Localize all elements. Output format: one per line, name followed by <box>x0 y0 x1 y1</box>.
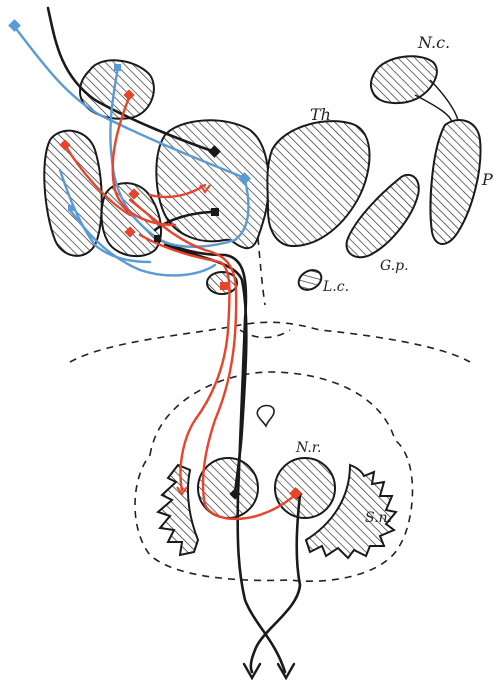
label-nr: N.r. <box>295 440 321 456</box>
central-nucleus <box>156 120 268 248</box>
label-th: Th <box>310 105 331 124</box>
putamen <box>431 120 481 244</box>
black-path-main <box>160 240 285 672</box>
dashed-outlines <box>70 238 470 581</box>
label-sn: S.n. <box>365 510 392 526</box>
label-gp: G.p. <box>380 258 409 274</box>
nucleus-ruber-right <box>275 458 335 518</box>
midbrain-upper-dashed <box>70 322 470 362</box>
aqueduct <box>257 406 274 427</box>
label-p: P <box>481 170 493 189</box>
black-terminal-3 <box>154 235 161 242</box>
black-terminal-2 <box>211 208 219 216</box>
substantia-nigra-left <box>158 465 198 555</box>
label-nc: N.c. <box>417 33 450 52</box>
label-lc: L.c. <box>322 279 349 295</box>
blue-terminal-3 <box>114 64 121 71</box>
black-path-right <box>251 495 300 672</box>
red-terminal-5 <box>220 282 228 290</box>
blue-terminal-4 <box>68 205 74 211</box>
small-nucleus-near-lc <box>295 266 325 294</box>
blue-terminal-1 <box>8 19 21 32</box>
ventricle-dashed-line <box>258 238 265 305</box>
nucleus-caudatus <box>371 56 437 103</box>
